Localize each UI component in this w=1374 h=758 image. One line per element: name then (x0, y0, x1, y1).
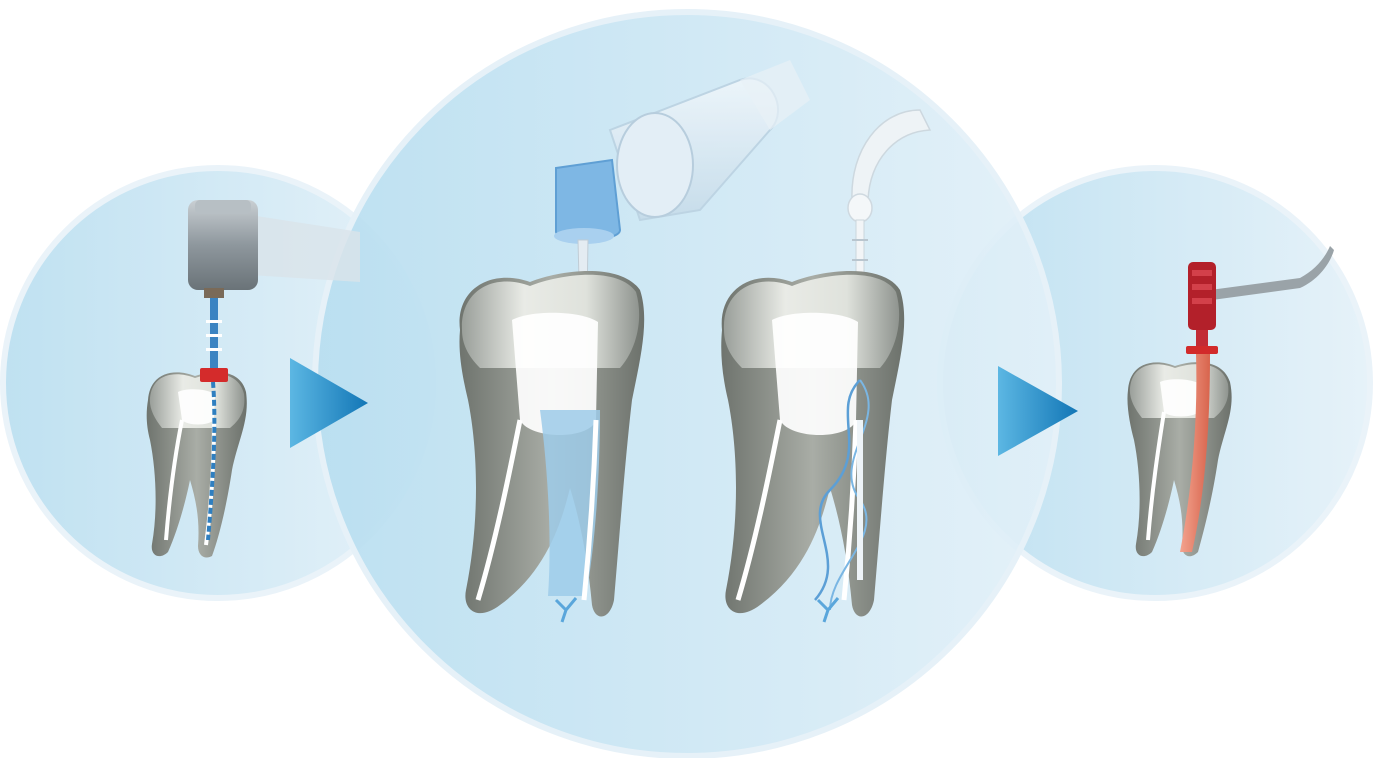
diagram-canvas (0, 0, 1374, 758)
endodontic-procedure-diagram (0, 0, 1374, 758)
